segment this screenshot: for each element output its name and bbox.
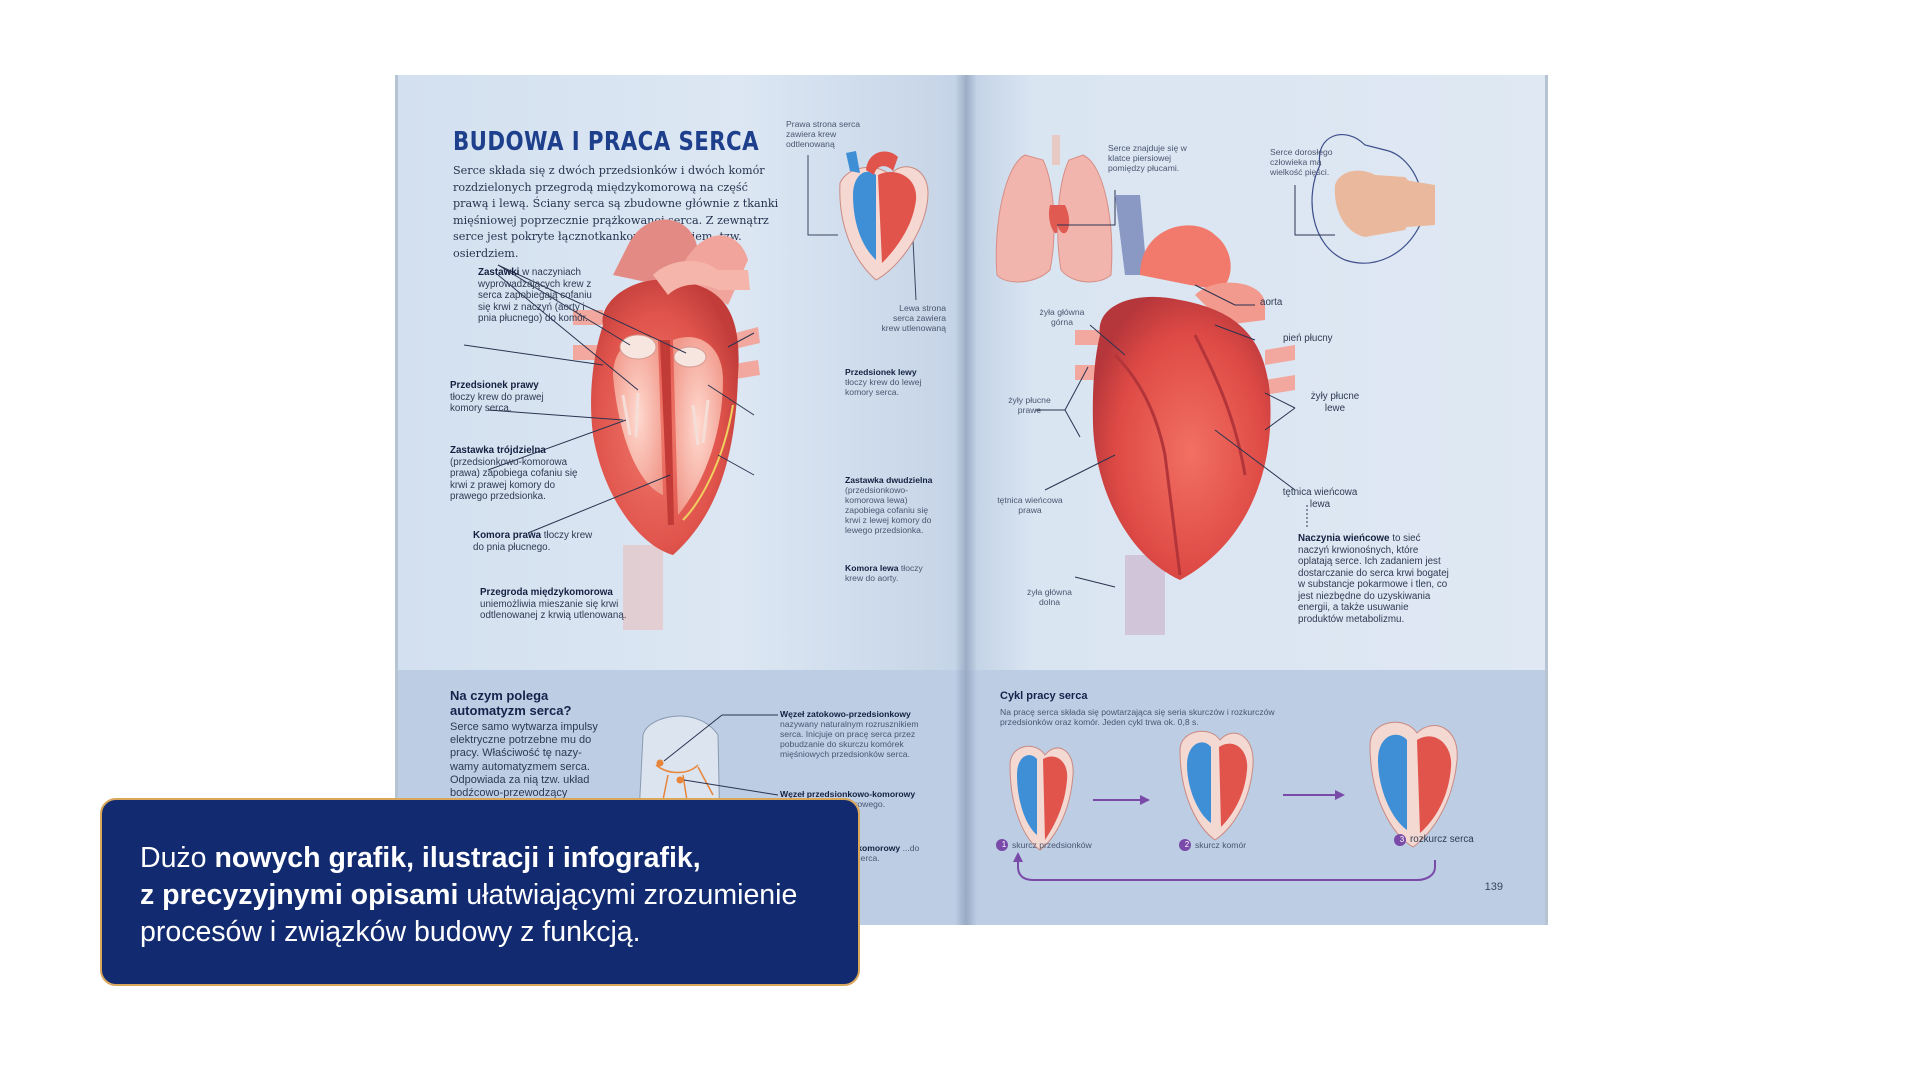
cycle-step-1-number: 1 (1001, 840, 1007, 849)
right-page: Serce znajduje się w klatce piersiowej p… (965, 75, 1548, 925)
label-komora-prawa: Komora prawa tłoczy krew do pnia płucneg… (473, 530, 593, 553)
cycle-heart-2 (1179, 730, 1254, 841)
fist-label: Serce dorosłego człowieka ma wielkość pi… (1270, 147, 1333, 177)
label-komora-lewa: Komora lewa tłoczy krew do aorty. (845, 563, 923, 583)
lungs-illustration (995, 135, 1116, 283)
page-title: BUDOWA I PRACA SERCA (453, 127, 760, 157)
open-textbook: BUDOWA I PRACA SERCA Serce składa się z … (395, 75, 1550, 925)
mini-heart-left-side-label: Lewa strona serca zawiera krew utlenowan… (881, 303, 947, 333)
cycle-step-2-label: skurcz komór (1195, 840, 1247, 850)
label-zyly-plucne-prawe: żyły płucne prawe (1008, 395, 1051, 415)
mini-heart-right-side-label: Prawa strona serca zawiera krew odtlenow… (786, 119, 861, 149)
lungs-label: Serce znajduje się w klatce piersiowej p… (1108, 143, 1187, 173)
label-zyla-glowna-gorna: żyła główna górna (1039, 307, 1085, 327)
cycle-step-3-label: rozkurcz serca (1410, 834, 1474, 845)
label-pien-plucny: pień płucny (1283, 333, 1333, 344)
cycle-heading: Cykl pracy serca (1000, 690, 1088, 702)
cycle-description: Na pracę serca składa się powtarzająca s… (1000, 707, 1275, 727)
label-przedsionek-prawy: Przedsionek prawy tłoczy krew do prawej … (450, 380, 544, 414)
page-number: 139 (1484, 881, 1503, 893)
label-tetnica-wiencowa-lewa: tętnica wieńcowa lewa (1282, 487, 1358, 510)
heart-cross-section-illustration (463, 219, 760, 630)
cycle-step-1-label: skurcz przedsionków (1012, 840, 1092, 850)
book-spine (955, 75, 977, 925)
callout-text: Dużo nowych grafik, ilustracji i infogra… (140, 842, 798, 948)
label-zastawki: Zastawki w naczyniach wyprowadzających k… (478, 267, 592, 324)
fist-heart-illustration (1294, 134, 1435, 264)
cycle-heart-1 (1009, 745, 1074, 851)
label-zyla-glowna-dolna: żyła główna dolna (1027, 587, 1072, 607)
coronary-vessels-description: Naczynia wieńcowe to sieć naczyń krwiono… (1298, 533, 1449, 625)
label-aorta: aorta (1260, 297, 1283, 308)
mini-heart-diagram (807, 151, 929, 301)
label-zastawka-dwudzielna: Zastawka dwudzielna (przedsionkowo-komor… (845, 475, 933, 535)
node-sinoatrial: Węzeł zatokowo-przedsionkowy nazywany na… (780, 709, 919, 759)
label-tetnica-wiencowa-prawa: tętnica wieńcowa prawa (997, 495, 1063, 515)
automatism-heading: Na czym polega automatyzm serca? (450, 688, 572, 718)
label-zyly-plucne-lewe: żyły płucne lewe (1310, 391, 1360, 414)
cycle-step-3-number: 3 (1399, 835, 1405, 844)
intro-paragraph: Serce składa się z dwóch przedsionków i … (453, 164, 779, 260)
automatism-text: Serce samo wytwarza impulsy elektryczne … (450, 721, 598, 800)
cycle-heart-3 (1369, 721, 1458, 848)
cardiac-cycle-diagram (996, 721, 1458, 881)
label-zastawka-trojdzielna: Zastawka trójdzielna (przedsionkowo-komo… (450, 445, 578, 502)
cycle-step-2-number: 2 (1184, 840, 1190, 849)
heart-external-illustration (1035, 195, 1308, 635)
label-przedsionek-lewy: Przedsionek lewy tłoczy krew do lewej ko… (845, 367, 922, 397)
label-przegroda-miedzykomorowa: Przegroda międzykomorowa uniemożliwia mi… (480, 587, 627, 621)
left-page: BUDOWA I PRACA SERCA Serce składa się z … (395, 75, 968, 925)
feature-callout-box: Dużo nowych grafik, ilustracji i infogra… (100, 798, 860, 986)
